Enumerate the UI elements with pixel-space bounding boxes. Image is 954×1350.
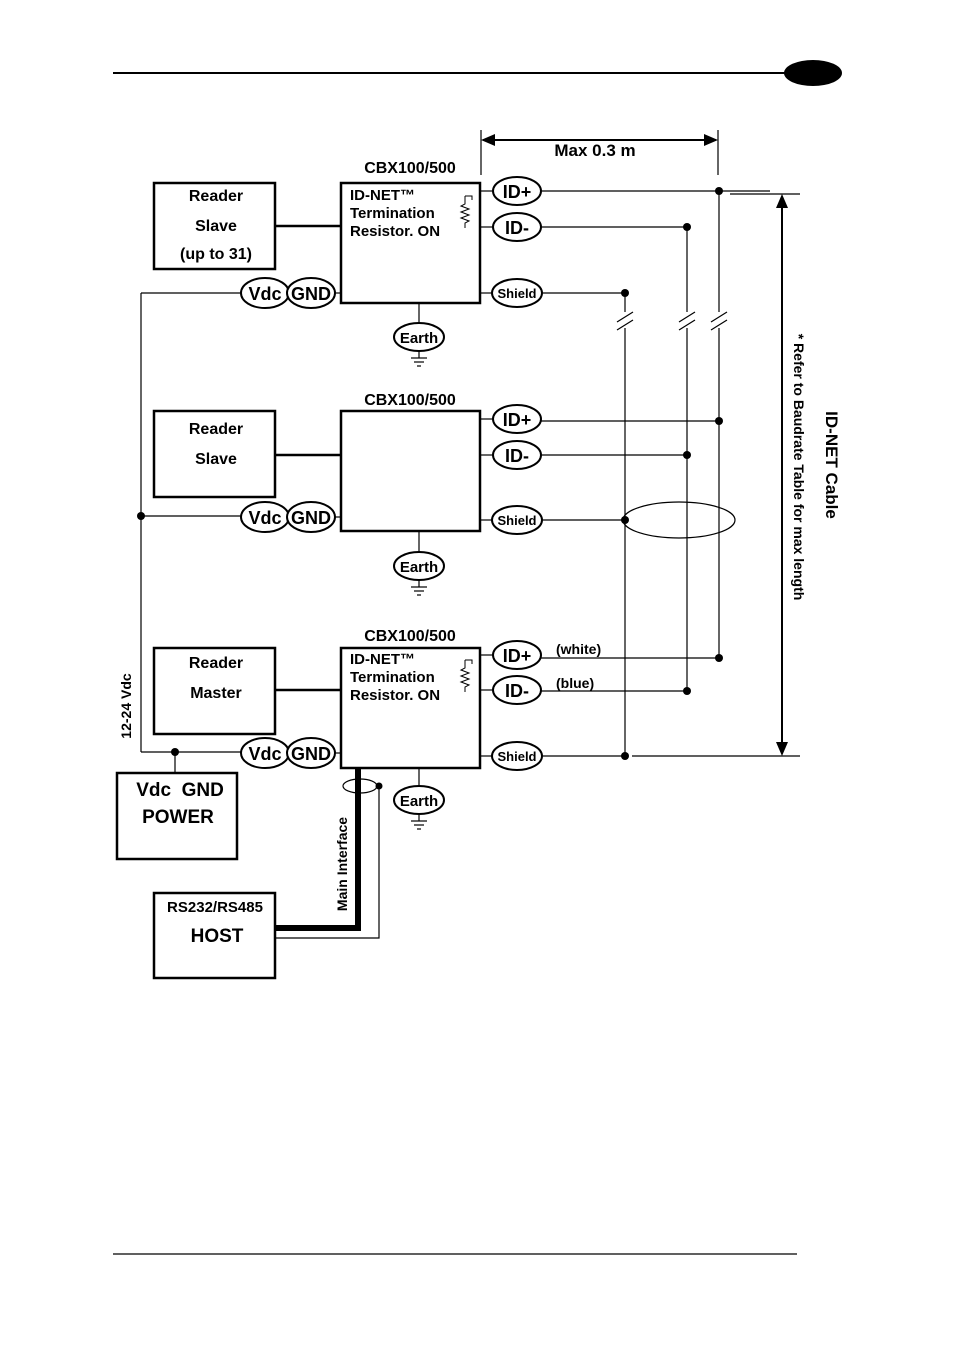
cbx-box [339,646,482,770]
max-distance-label: Max 0.3 m [554,141,635,160]
ground-icon [411,814,427,830]
id-plus-label: ID+ [503,410,532,430]
reader-line1: Reader [189,421,243,438]
id-plus-terminal [492,404,542,434]
power-line2: POWER [142,807,214,828]
id-plus-terminal [492,640,542,670]
term-line3: Resistor. ON [350,687,440,704]
cbx-box [339,181,482,305]
host-box [152,891,277,980]
main-interface-label: Main Interface [334,817,350,911]
main-interface-cable [275,768,361,931]
reader-line3: (up to 31) [180,246,252,263]
power-line1: Vdc GND [136,780,224,801]
reader-line2: Master [190,685,242,702]
resistor-icon [459,195,473,228]
shield-label: Shield [497,749,536,764]
shield-label: Shield [497,286,536,301]
cbx-label: CBX100/500 [364,628,456,645]
unit-slave-1: CBX100/500 Reader Slave (up to 31) ID-NE… [152,160,719,367]
reader-line2: Slave [195,451,237,468]
reader-line2: Slave [195,218,237,235]
id-plus-label: ID+ [503,646,532,666]
id-minus-label: ID- [505,218,529,238]
host-line1: RS232/RS485 [167,899,263,916]
bus-lines [140,190,770,773]
resistor-icon [459,659,473,692]
gnd-label: GND [291,508,331,528]
cbx-label: CBX100/500 [364,160,456,177]
id-minus-label: ID- [505,681,529,701]
term-line1: ID-NET™ [350,651,415,668]
host: RS232/RS485 HOST Main Interface [152,768,383,980]
earth-label: Earth [400,559,438,576]
earth-label: Earth [400,330,438,347]
vdc-label: Vdc [248,508,281,528]
earth-label: Earth [400,793,438,810]
power-box [115,771,239,861]
vdc-label: Vdc [248,744,281,764]
blue-wire-label: (blue) [556,675,594,691]
id-minus-label: ID- [505,446,529,466]
unit-master: CBX100/500 Reader Master ID-NET™ Termina… [152,628,719,830]
max-distance-dimension: Max 0.3 m [480,130,719,175]
reader-line1: Reader [189,655,243,672]
cbx-box [339,409,482,533]
cable-note: * Refer to Baudrate Table for max length [791,334,807,601]
term-line2: Termination [350,669,435,686]
term-line1: ID-NET™ [350,187,415,204]
white-wire-label: (white) [556,641,601,657]
id-plus-label: ID+ [503,182,532,202]
host-line2: HOST [191,926,244,947]
cbx-label: CBX100/500 [364,392,456,409]
gnd-label: GND [291,284,331,304]
shield-label: Shield [497,513,536,528]
vdc-label: Vdc [248,284,281,304]
term-line3: Resistor. ON [350,223,440,240]
cable-title: ID-NET Cable [822,411,841,519]
id-minus-terminal [492,675,542,705]
voltage-label: 12-24 Vdc [118,673,134,739]
term-line2: Termination [350,205,435,222]
header-tab [784,60,842,86]
unit-slave-2: CBX100/500 Reader Slave ID+ ID- Shield V… [152,392,719,596]
gnd-label: GND [291,744,331,764]
ground-icon [411,580,427,596]
power-supply: Vdc GND POWER 12-24 Vdc [115,673,239,861]
ground-icon [411,351,427,367]
reader-line1: Reader [189,188,243,205]
cable-length-dimension [632,193,800,757]
